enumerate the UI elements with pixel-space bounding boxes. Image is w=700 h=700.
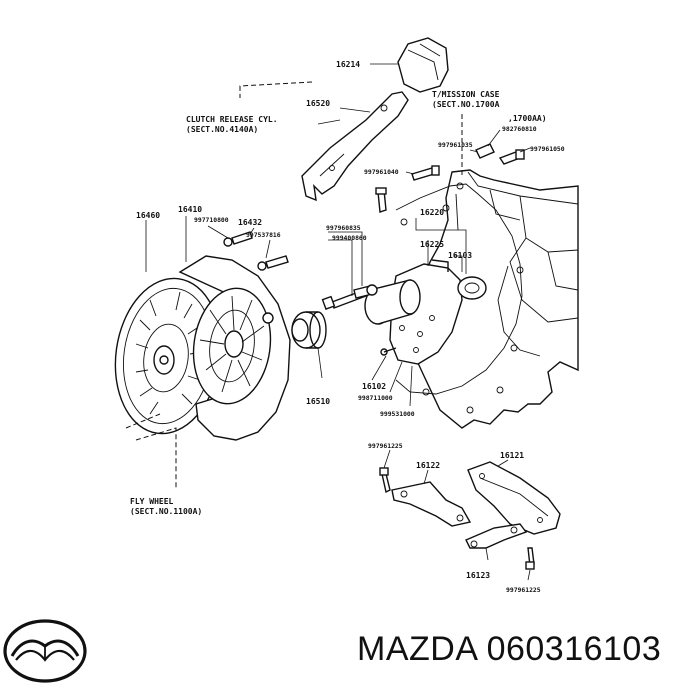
pressure-plate (178, 255, 291, 441)
label-16102: 16102 (362, 382, 386, 391)
clutch-disc (114, 277, 222, 435)
housing-bolts (321, 284, 378, 310)
release-bearing (291, 311, 327, 349)
label-16122: 16122 (416, 461, 440, 470)
label-999531000: 999531000 (380, 410, 415, 418)
label-997961040: 997961040 (364, 168, 399, 176)
label-997961225-b: 997961225 (506, 586, 541, 594)
label-16510: 16510 (306, 397, 330, 406)
label-997537816: 997537816 (246, 231, 281, 239)
label-16520: 16520 (306, 99, 330, 108)
leader-lines (125, 63, 531, 581)
label-999400860: 999400860 (332, 234, 367, 242)
label-997961225-a: 997961225 (368, 442, 403, 450)
label-997960835: 997960835 (326, 224, 361, 232)
label-tmission-sect-2: ,1700AA) (508, 114, 547, 123)
release-bearing-housing (364, 259, 487, 365)
label-16220: 16220 (420, 208, 444, 217)
label-16121: 16121 (500, 451, 524, 460)
label-16123: 16123 (466, 571, 490, 580)
part-labels: 16214 16520 CLUTCH RELEASE CYL. (SECT.NO… (130, 60, 565, 594)
label-release-cyl-sect: (SECT.NO.4140A) (186, 125, 258, 134)
label-16225: 16225 (420, 240, 444, 249)
lower-brackets (379, 461, 561, 570)
label-16214: 16214 (336, 60, 360, 69)
label-16410: 16410 (178, 205, 202, 214)
release-fork (301, 91, 409, 202)
label-flywheel: FLY WHEEL (130, 497, 174, 506)
label-16103: 16103 (448, 251, 472, 260)
label-tmission: T/MISSION CASE (432, 90, 500, 99)
label-flywheel-sect: (SECT.NO.1100A) (130, 507, 202, 516)
top-right-bolts (375, 143, 525, 213)
label-997710800: 997710800 (194, 216, 229, 224)
mazda-logo-icon (3, 619, 87, 683)
label-982760810: 982760810 (502, 125, 537, 133)
label-16460: 16460 (136, 211, 160, 220)
part-number-caption: MAZDA 060316103 (357, 630, 662, 668)
release-boot (397, 37, 449, 93)
label-998711000: 998711000 (358, 394, 393, 402)
label-tmission-sect: (SECT.NO.1700A (432, 100, 500, 109)
label-997961035: 997961035 (438, 141, 473, 149)
label-16432: 16432 (238, 218, 262, 227)
label-997961050: 997961050 (530, 145, 565, 153)
label-release-cyl: CLUTCH RELEASE CYL. (186, 115, 278, 124)
pressure-plate-bolts (223, 231, 289, 324)
